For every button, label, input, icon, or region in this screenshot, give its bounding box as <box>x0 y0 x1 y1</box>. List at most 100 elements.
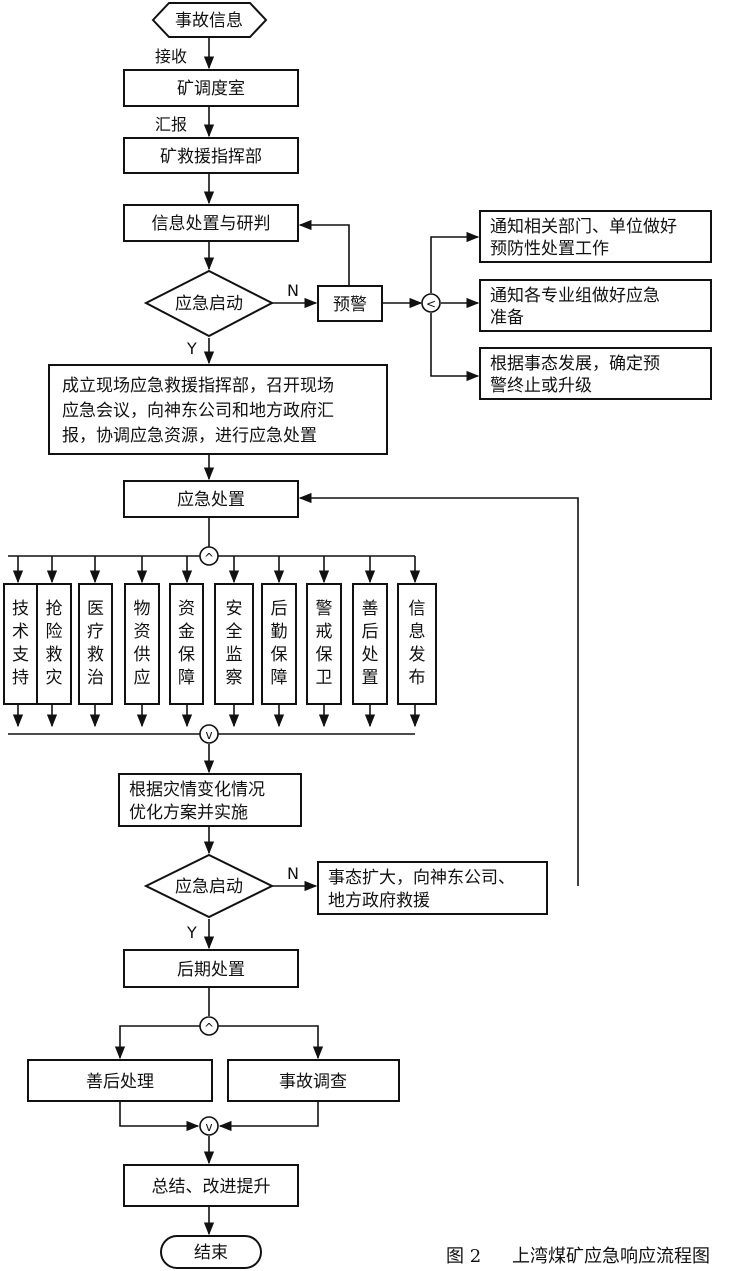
group-box-3: 医 疗 救 治 <box>78 583 113 705</box>
notify-node-1: 通知相关部门、单位做好 预防性处置工作 <box>479 210 712 263</box>
or-split-gate: < <box>421 293 441 313</box>
warning-node: 预警 <box>317 285 383 322</box>
or-gate-symbol: < <box>426 297 436 311</box>
group-7-char-1: 后 <box>271 599 288 619</box>
edge-label-no-2: N <box>287 864 299 883</box>
figure-number: 图 2 <box>446 1246 481 1267</box>
notify-1-line-2: 预防性处置工作 <box>490 239 609 259</box>
decision-node-1: 应急启动 <box>143 269 275 338</box>
notify-2-line-2: 准备 <box>490 308 524 328</box>
group-box-8: 警 戒 保 卫 <box>306 583 342 705</box>
summary-label: 总结、改进提升 <box>152 1177 271 1197</box>
figure-title: 上湾煤矿应急响应流程图 <box>512 1246 710 1267</box>
group-3-char-3: 救 <box>87 645 104 665</box>
group-4-char-3: 供 <box>134 645 151 665</box>
and-join-gate-1: v <box>199 724 219 744</box>
group-5-char-4: 障 <box>178 668 195 688</box>
onsite-line-1: 成立现场应急救援指挥部，召开现场 <box>62 376 334 396</box>
group-7-char-3: 保 <box>271 645 288 665</box>
rescue-command-node: 矿救援指挥部 <box>123 137 299 174</box>
notify-node-3: 根据事态发展，确定预 警终止或升级 <box>479 347 712 400</box>
warning-label: 预警 <box>333 295 367 315</box>
group-1-char-4: 持 <box>12 668 29 688</box>
group-8-char-3: 保 <box>316 645 333 665</box>
optimize-line-2: 优化方案并实施 <box>129 803 248 823</box>
group-box-9: 善 后 处 置 <box>352 583 388 705</box>
group-6-char-1: 安 <box>226 599 243 619</box>
aftermath-node: 善后处理 <box>27 1059 213 1102</box>
group-box-5: 资 金 保 障 <box>169 583 204 705</box>
decision-2-label: 应急启动 <box>175 877 243 897</box>
group-6-char-4: 察 <box>226 668 243 688</box>
aftermath-label: 善后处理 <box>86 1072 154 1092</box>
dispatch-room-node: 矿调度室 <box>123 69 299 107</box>
and-join-gate-2: v <box>199 1116 219 1136</box>
group-2-char-2: 险 <box>46 622 63 642</box>
dispatch-room-label: 矿调度室 <box>177 79 245 99</box>
group-9-char-2: 后 <box>362 622 379 642</box>
group-2-char-4: 灾 <box>46 668 63 688</box>
and-join-symbol-1: v <box>205 728 212 742</box>
group-5-char-3: 保 <box>178 645 195 665</box>
info-analysis-node: 信息处置与研判 <box>123 204 299 242</box>
group-box-7: 后 勤 保 障 <box>261 583 297 705</box>
edge-label-no-1: N <box>287 281 299 300</box>
group-10-char-3: 发 <box>409 645 426 665</box>
group-1-char-1: 技 <box>12 599 29 619</box>
group-6-char-3: 监 <box>226 645 243 665</box>
group-9-char-3: 处 <box>362 645 379 665</box>
post-processing-label: 后期处置 <box>177 960 245 980</box>
summary-node: 总结、改进提升 <box>123 1164 299 1207</box>
connectors <box>8 37 579 1236</box>
group-5-char-1: 资 <box>178 599 195 619</box>
group-8-char-4: 卫 <box>316 668 333 688</box>
end-node: 结束 <box>160 1235 262 1269</box>
escalate-line-2: 地方政府救援 <box>328 891 430 911</box>
notify-3-line-2: 警终止或升级 <box>490 376 592 396</box>
group-6-char-2: 全 <box>226 622 243 642</box>
group-3-char-2: 疗 <box>87 622 104 642</box>
start-node: 事故信息 <box>151 1 268 38</box>
group-2-char-3: 救 <box>46 645 63 665</box>
group-10-char-2: 息 <box>409 622 426 642</box>
group-7-char-2: 勤 <box>271 622 288 642</box>
group-box-10: 信 息 发 布 <box>397 583 437 705</box>
group-10-char-1: 信 <box>409 599 426 619</box>
investigation-node: 事故调查 <box>227 1059 400 1102</box>
group-9-char-4: 置 <box>362 668 379 688</box>
emergency-response-label: 应急处置 <box>177 490 245 510</box>
notify-1-line-1: 通知相关部门、单位做好 <box>490 217 677 237</box>
info-analysis-label: 信息处置与研判 <box>152 214 271 234</box>
start-label: 事故信息 <box>175 11 243 31</box>
group-box-4: 物 资 供 应 <box>124 583 160 705</box>
group-3-char-4: 治 <box>87 668 104 688</box>
and-split-gate-2: ^ <box>199 1016 219 1036</box>
escalate-node: 事态扩大，向神东公司、 地方政府救援 <box>317 861 548 915</box>
group-3-char-1: 医 <box>87 599 104 619</box>
group-4-char-1: 物 <box>134 599 151 619</box>
and-split-gate-1: ^ <box>199 546 219 566</box>
edge-label-receive: 接收 <box>155 47 187 66</box>
decision-node-2: 应急启动 <box>143 853 275 919</box>
group-box-2: 抢 险 救 灾 <box>36 583 72 705</box>
group-1-char-3: 支 <box>12 645 29 665</box>
rescue-command-label: 矿救援指挥部 <box>160 147 262 167</box>
escalate-line-1: 事态扩大，向神东公司、 <box>328 868 515 888</box>
and-split-symbol-1: ^ <box>204 551 214 565</box>
onsite-line-3: 报，协调应急资源，进行应急处置 <box>62 426 317 446</box>
emergency-response-node: 应急处置 <box>123 480 299 518</box>
group-2-char-1: 抢 <box>46 599 63 619</box>
group-1-char-2: 术 <box>12 622 29 642</box>
group-5-char-2: 金 <box>178 622 195 642</box>
group-4-char-2: 资 <box>134 622 151 642</box>
group-8-char-1: 警 <box>316 599 333 619</box>
notify-2-line-1: 通知各专业组做好应急 <box>490 286 660 306</box>
onsite-line-2: 应急会议，向神东公司和地方政府汇 <box>62 401 334 421</box>
onsite-command-node: 成立现场应急救援指挥部，召开现场 应急会议，向神东公司和地方政府汇 报，协调应急… <box>48 364 388 455</box>
and-join-symbol-2: v <box>205 1120 212 1134</box>
group-8-char-2: 戒 <box>316 622 333 642</box>
decision-1-label: 应急启动 <box>175 294 243 314</box>
post-processing-node: 后期处置 <box>123 949 299 988</box>
group-4-char-4: 应 <box>134 668 151 688</box>
group-9-char-1: 善 <box>362 599 379 619</box>
